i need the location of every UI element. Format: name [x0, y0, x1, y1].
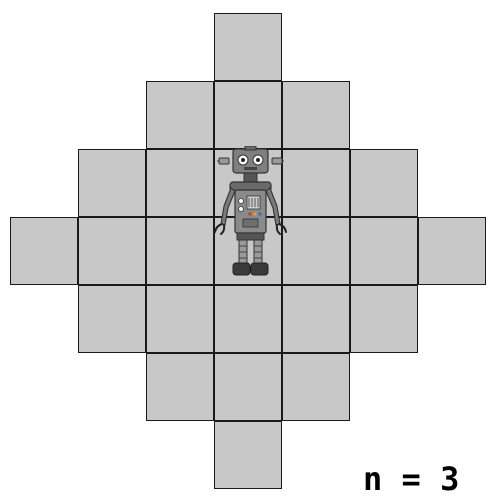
grid-cell	[418, 217, 486, 285]
grid-cell	[350, 149, 418, 217]
grid-cell	[282, 353, 350, 421]
n-value-label: n = 3	[363, 459, 459, 499]
grid-cell	[214, 81, 282, 149]
grid-cell	[214, 13, 282, 81]
grid-cell	[214, 285, 282, 353]
grid-cell	[78, 149, 146, 217]
grid-cell	[78, 217, 146, 285]
grid-cell	[282, 81, 350, 149]
grid-cell	[214, 353, 282, 421]
grid-cell	[146, 81, 214, 149]
grid-cell	[350, 217, 418, 285]
grid-cell	[214, 421, 282, 489]
grid-cell	[282, 149, 350, 217]
grid-cell	[282, 285, 350, 353]
grid-cell	[10, 217, 78, 285]
grid-cell	[146, 353, 214, 421]
grid-cell	[146, 285, 214, 353]
grid-cell	[282, 217, 350, 285]
grid-cell	[146, 149, 214, 217]
robot-icon	[213, 146, 288, 278]
grid-cell	[78, 285, 146, 353]
grid-cell	[350, 285, 418, 353]
grid-cell	[146, 217, 214, 285]
